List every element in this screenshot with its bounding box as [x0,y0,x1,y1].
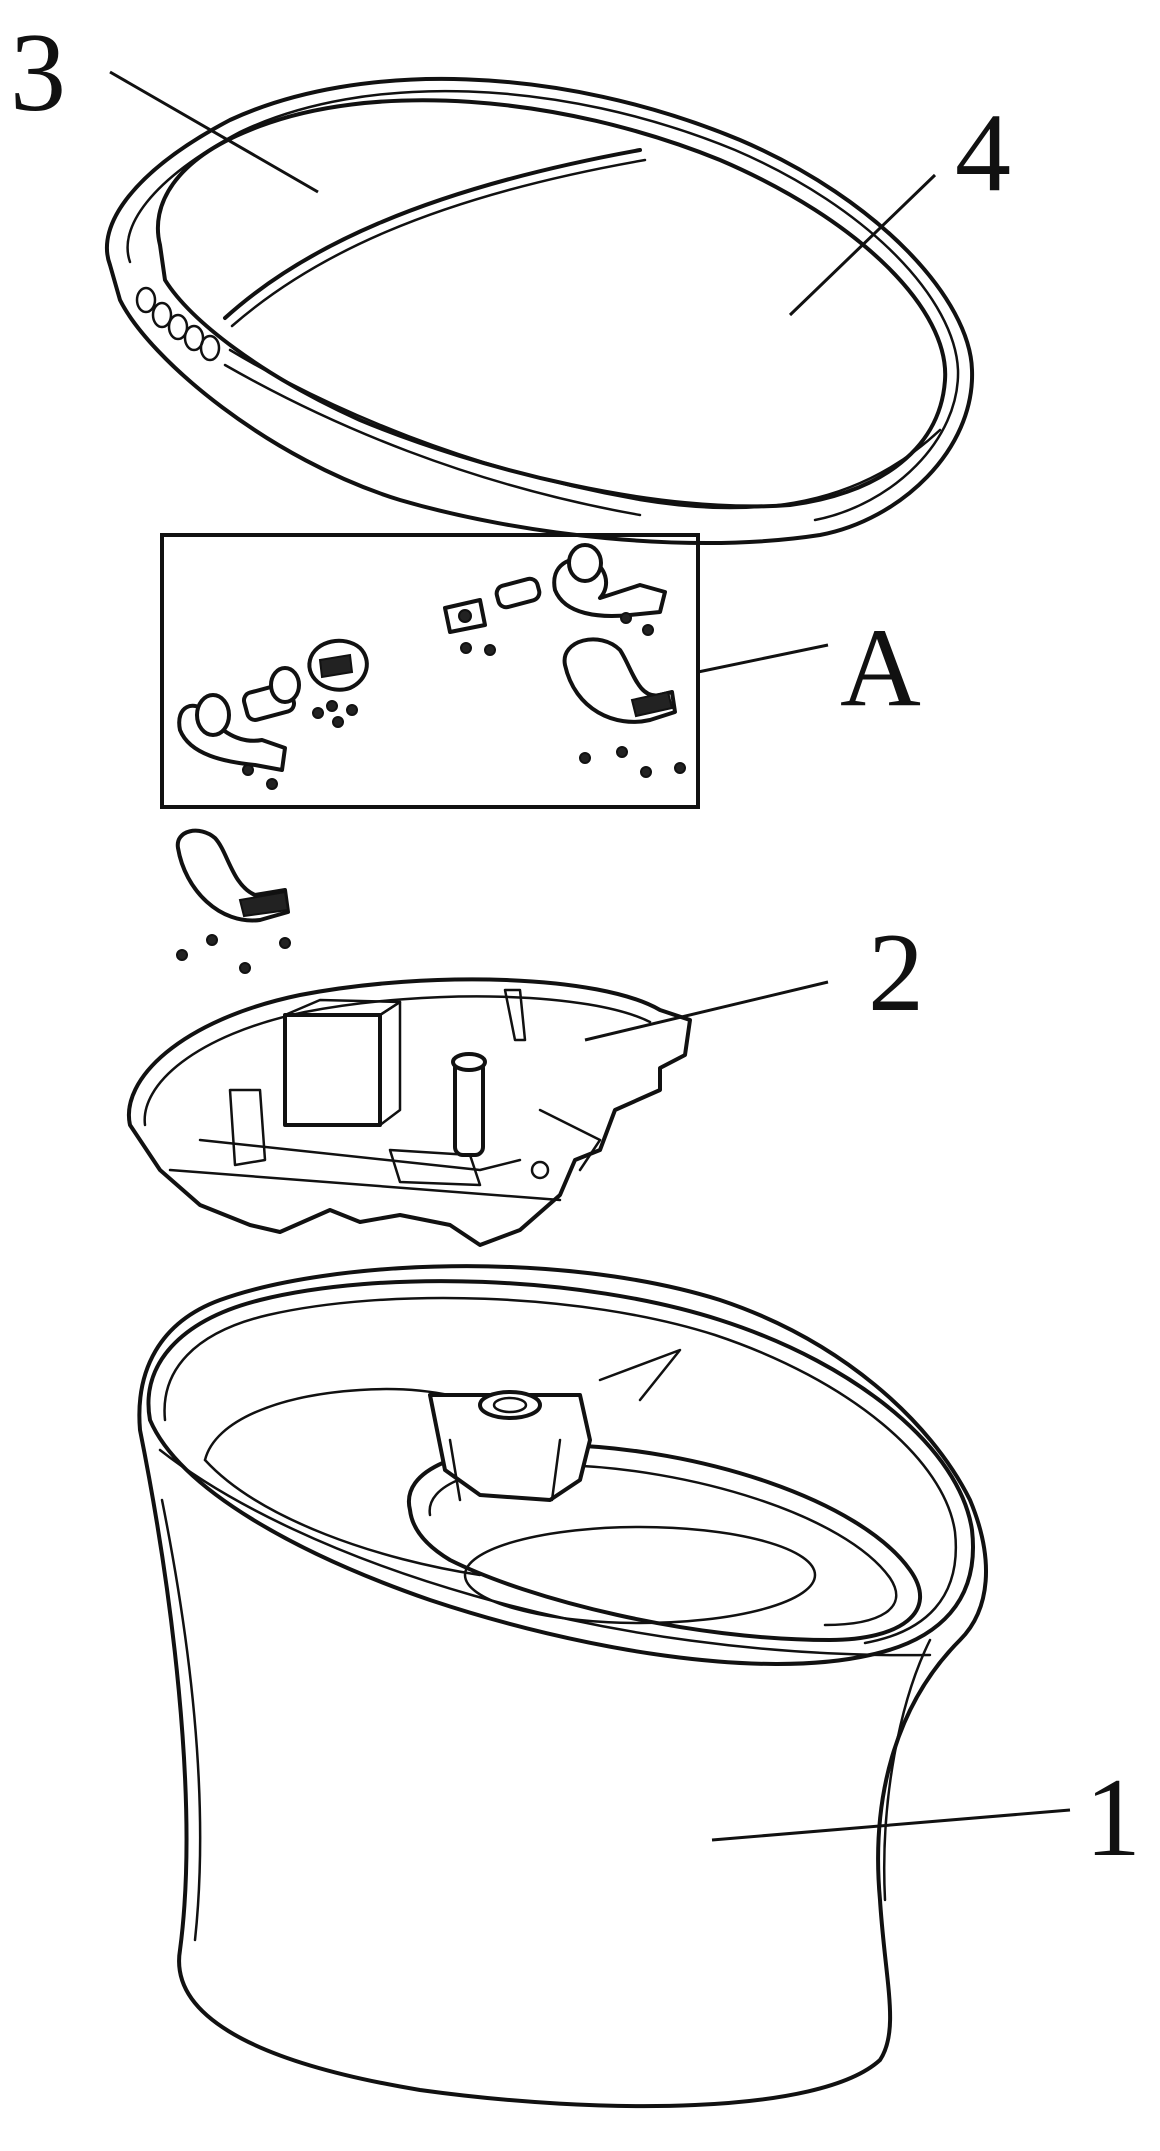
detail-a-hinge-kit [160,533,700,809]
loose-hinge-bracket [175,828,291,974]
callout-label-1: 1 [1085,1756,1141,1880]
leader-lines [109,70,1071,1842]
lid-seam-line [223,148,642,320]
control-module-block [283,1013,382,1127]
callout-label-2: 2 [868,911,924,1035]
leader-line-3 [109,70,319,194]
callout-label-a: A [840,606,921,730]
leader-line-1 [711,1808,1071,1842]
electronics-tray-assembly [126,977,692,1247]
side-control-buttons [135,286,221,362]
callout-label-4: 4 [955,91,1011,215]
left-hinge-parts [177,638,369,790]
leader-line-4 [788,173,937,317]
callout-labels: 3 4 A 2 1 [10,11,1141,1880]
callout-label-3: 3 [10,11,66,135]
toilet-bowl-body [137,1264,988,2109]
leader-line-a [697,643,829,674]
right-hinge-parts [443,543,686,778]
seat-lid-assembly [104,76,975,545]
leader-line-2 [584,980,829,1042]
